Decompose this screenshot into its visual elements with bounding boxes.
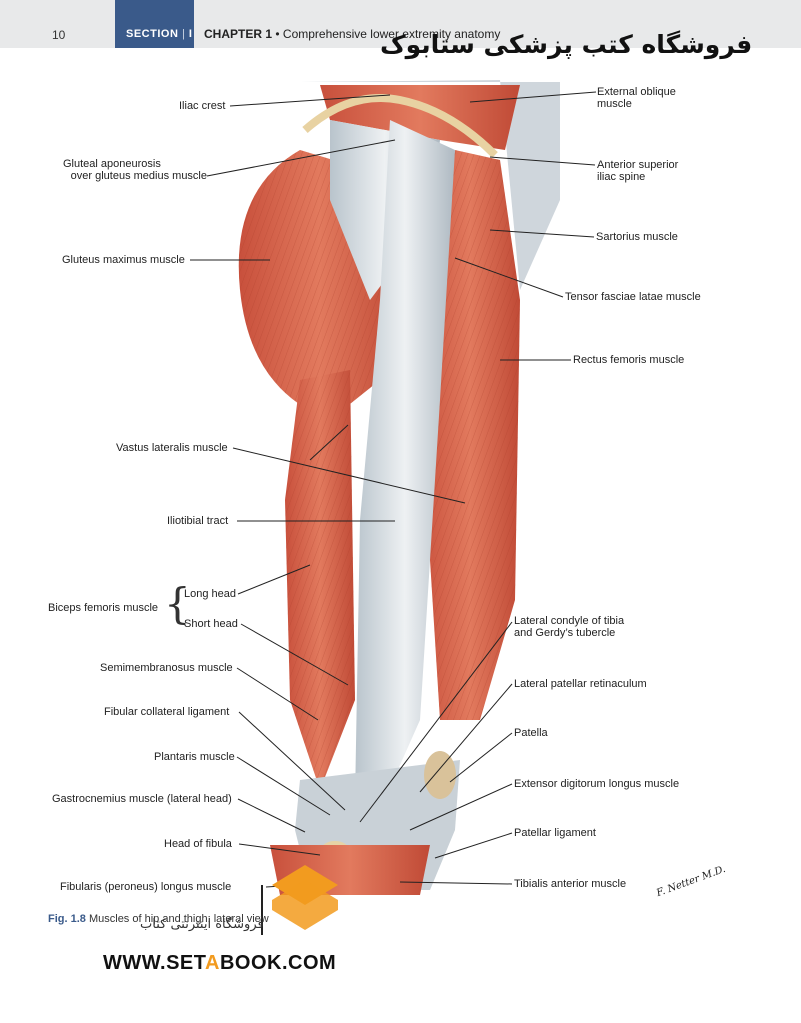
label-sartorius: Sartorius muscle (596, 231, 678, 243)
watermark-subtitle: فروشگاه اینترنتی کتاب (140, 917, 264, 932)
section-label: SECTION | I (126, 28, 193, 40)
label-gluteus-maximus: Gluteus maximus muscle (62, 254, 185, 266)
chapter-heading: CHAPTER 1 • Comprehensive lower extremit… (204, 27, 501, 41)
label-fibular-collateral: Fibular collateral ligament (104, 706, 230, 718)
label-long-head: Long head (184, 588, 236, 600)
section-tab (115, 0, 194, 48)
label-vastus-lateralis: Vastus lateralis muscle (116, 442, 228, 454)
iliotibial-tract-shape (355, 120, 455, 810)
label-head-of-fibula: Head of fibula (164, 838, 232, 850)
label-extensor-digitorum: Extensor digitorum longus muscle (514, 778, 680, 790)
label-fibularis-longus: Fibularis (peroneus) longus muscle (60, 881, 232, 893)
label-tibialis-anterior: Tibialis anterior muscle (514, 878, 627, 890)
label-lateral-patellar: Lateral patellar retinaculum (514, 678, 647, 690)
watermark-title: فروشگاه کتب پزشکی ستابوک (380, 30, 753, 59)
label-semimembranosus: Semimembranosus muscle (100, 662, 233, 674)
patella-shape (424, 751, 456, 799)
biceps-femoris-fibers (285, 370, 355, 790)
label-patellar-ligament: Patellar ligament (514, 827, 596, 839)
page-number: 10 (52, 28, 66, 42)
brace-icon: { (164, 579, 191, 628)
label-tensor-fasciae: Tensor fasciae latae muscle (565, 291, 701, 303)
label-rectus-femoris: Rectus femoris muscle (573, 354, 685, 366)
label-short-head: Short head (184, 618, 238, 630)
watermark-logo (261, 865, 338, 935)
figure-caption: Fig. 1.8 Muscles of hip and thigh: later… (48, 913, 269, 925)
label-plantaris: Plantaris muscle (154, 751, 235, 763)
label-biceps-femoris: Biceps femoris muscle (48, 602, 159, 614)
label-iliotibial-tract: Iliotibial tract (167, 515, 229, 527)
label-patella: Patella (514, 727, 548, 739)
label-gastrocnemius: Gastrocnemius muscle (lateral head) (52, 793, 232, 805)
torso-skin-shape (300, 80, 560, 290)
leader-lines (190, 91, 597, 888)
watermark-url: WWW.SETABOOK.COM (103, 952, 337, 974)
label-iliac-crest: Iliac crest (179, 100, 226, 112)
iliac-crest-shape (302, 94, 498, 158)
